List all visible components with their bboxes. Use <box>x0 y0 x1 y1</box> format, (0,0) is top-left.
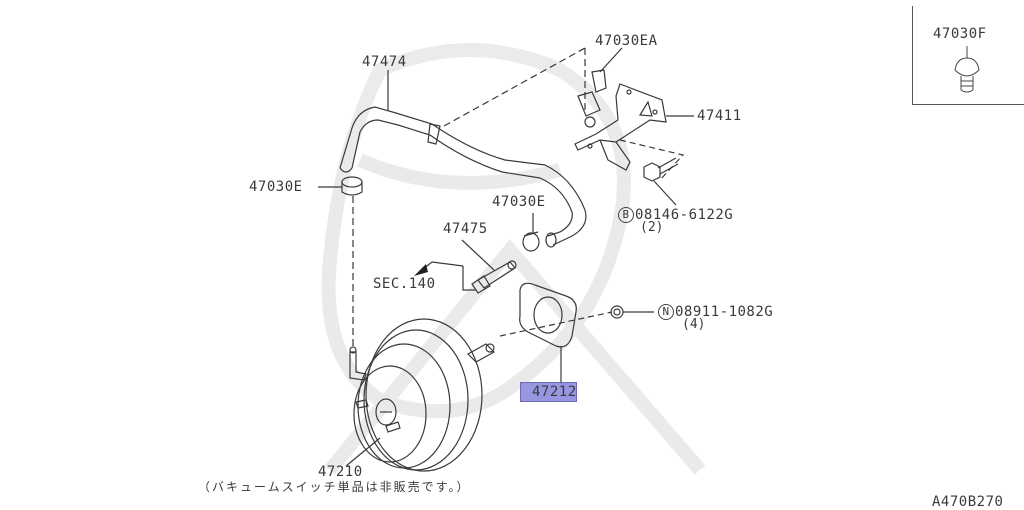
callout-47030EA[interactable]: 47030EA <box>595 33 658 49</box>
clip-47030F-icon <box>954 46 980 93</box>
bolt-08146-6122G <box>643 157 679 182</box>
gasket-47212 <box>519 282 577 348</box>
callout-47411[interactable]: 47411 <box>697 108 742 124</box>
callout-47210[interactable]: 47210 <box>318 464 363 480</box>
bolt-part-number: 08146-6122G <box>635 207 734 223</box>
watermark-emblem <box>321 43 706 475</box>
nut-qty: (4) <box>682 317 706 332</box>
callout-47475[interactable]: 47475 <box>443 221 488 237</box>
clamp-47030E-left <box>341 176 363 196</box>
nut-symbol-icon: N <box>658 304 674 320</box>
nut-part-number: 08911-1082G <box>675 304 774 320</box>
brake-booster-47210 <box>349 318 495 472</box>
callout-47030F[interactable]: 47030F <box>933 26 987 42</box>
callout-47030E-left[interactable]: 47030E <box>249 179 303 195</box>
figure-code: A470B270 <box>932 494 1004 510</box>
vacuum-hose-47474 <box>339 106 587 248</box>
callout-47030E-right[interactable]: 47030E <box>492 194 546 210</box>
callout-sec140[interactable]: SEC.140 <box>373 276 436 292</box>
callout-47474[interactable]: 47474 <box>362 54 407 70</box>
note-47210: （バキュームスイッチ単品は非販売です。） <box>198 480 471 494</box>
clip-47030EA <box>577 69 607 128</box>
clamp-47030E-right <box>522 231 540 252</box>
nut-08911-1082G <box>610 305 624 319</box>
arrow-to-sec140 <box>414 261 433 276</box>
inset-box: 47030F <box>912 6 1024 105</box>
highlight-47212 <box>520 382 577 402</box>
bolt-symbol-icon: B <box>618 207 634 223</box>
bracket-47411 <box>574 83 667 171</box>
callout-47212[interactable]: 47212 <box>532 384 577 400</box>
bolt-qty: (2) <box>640 220 664 235</box>
